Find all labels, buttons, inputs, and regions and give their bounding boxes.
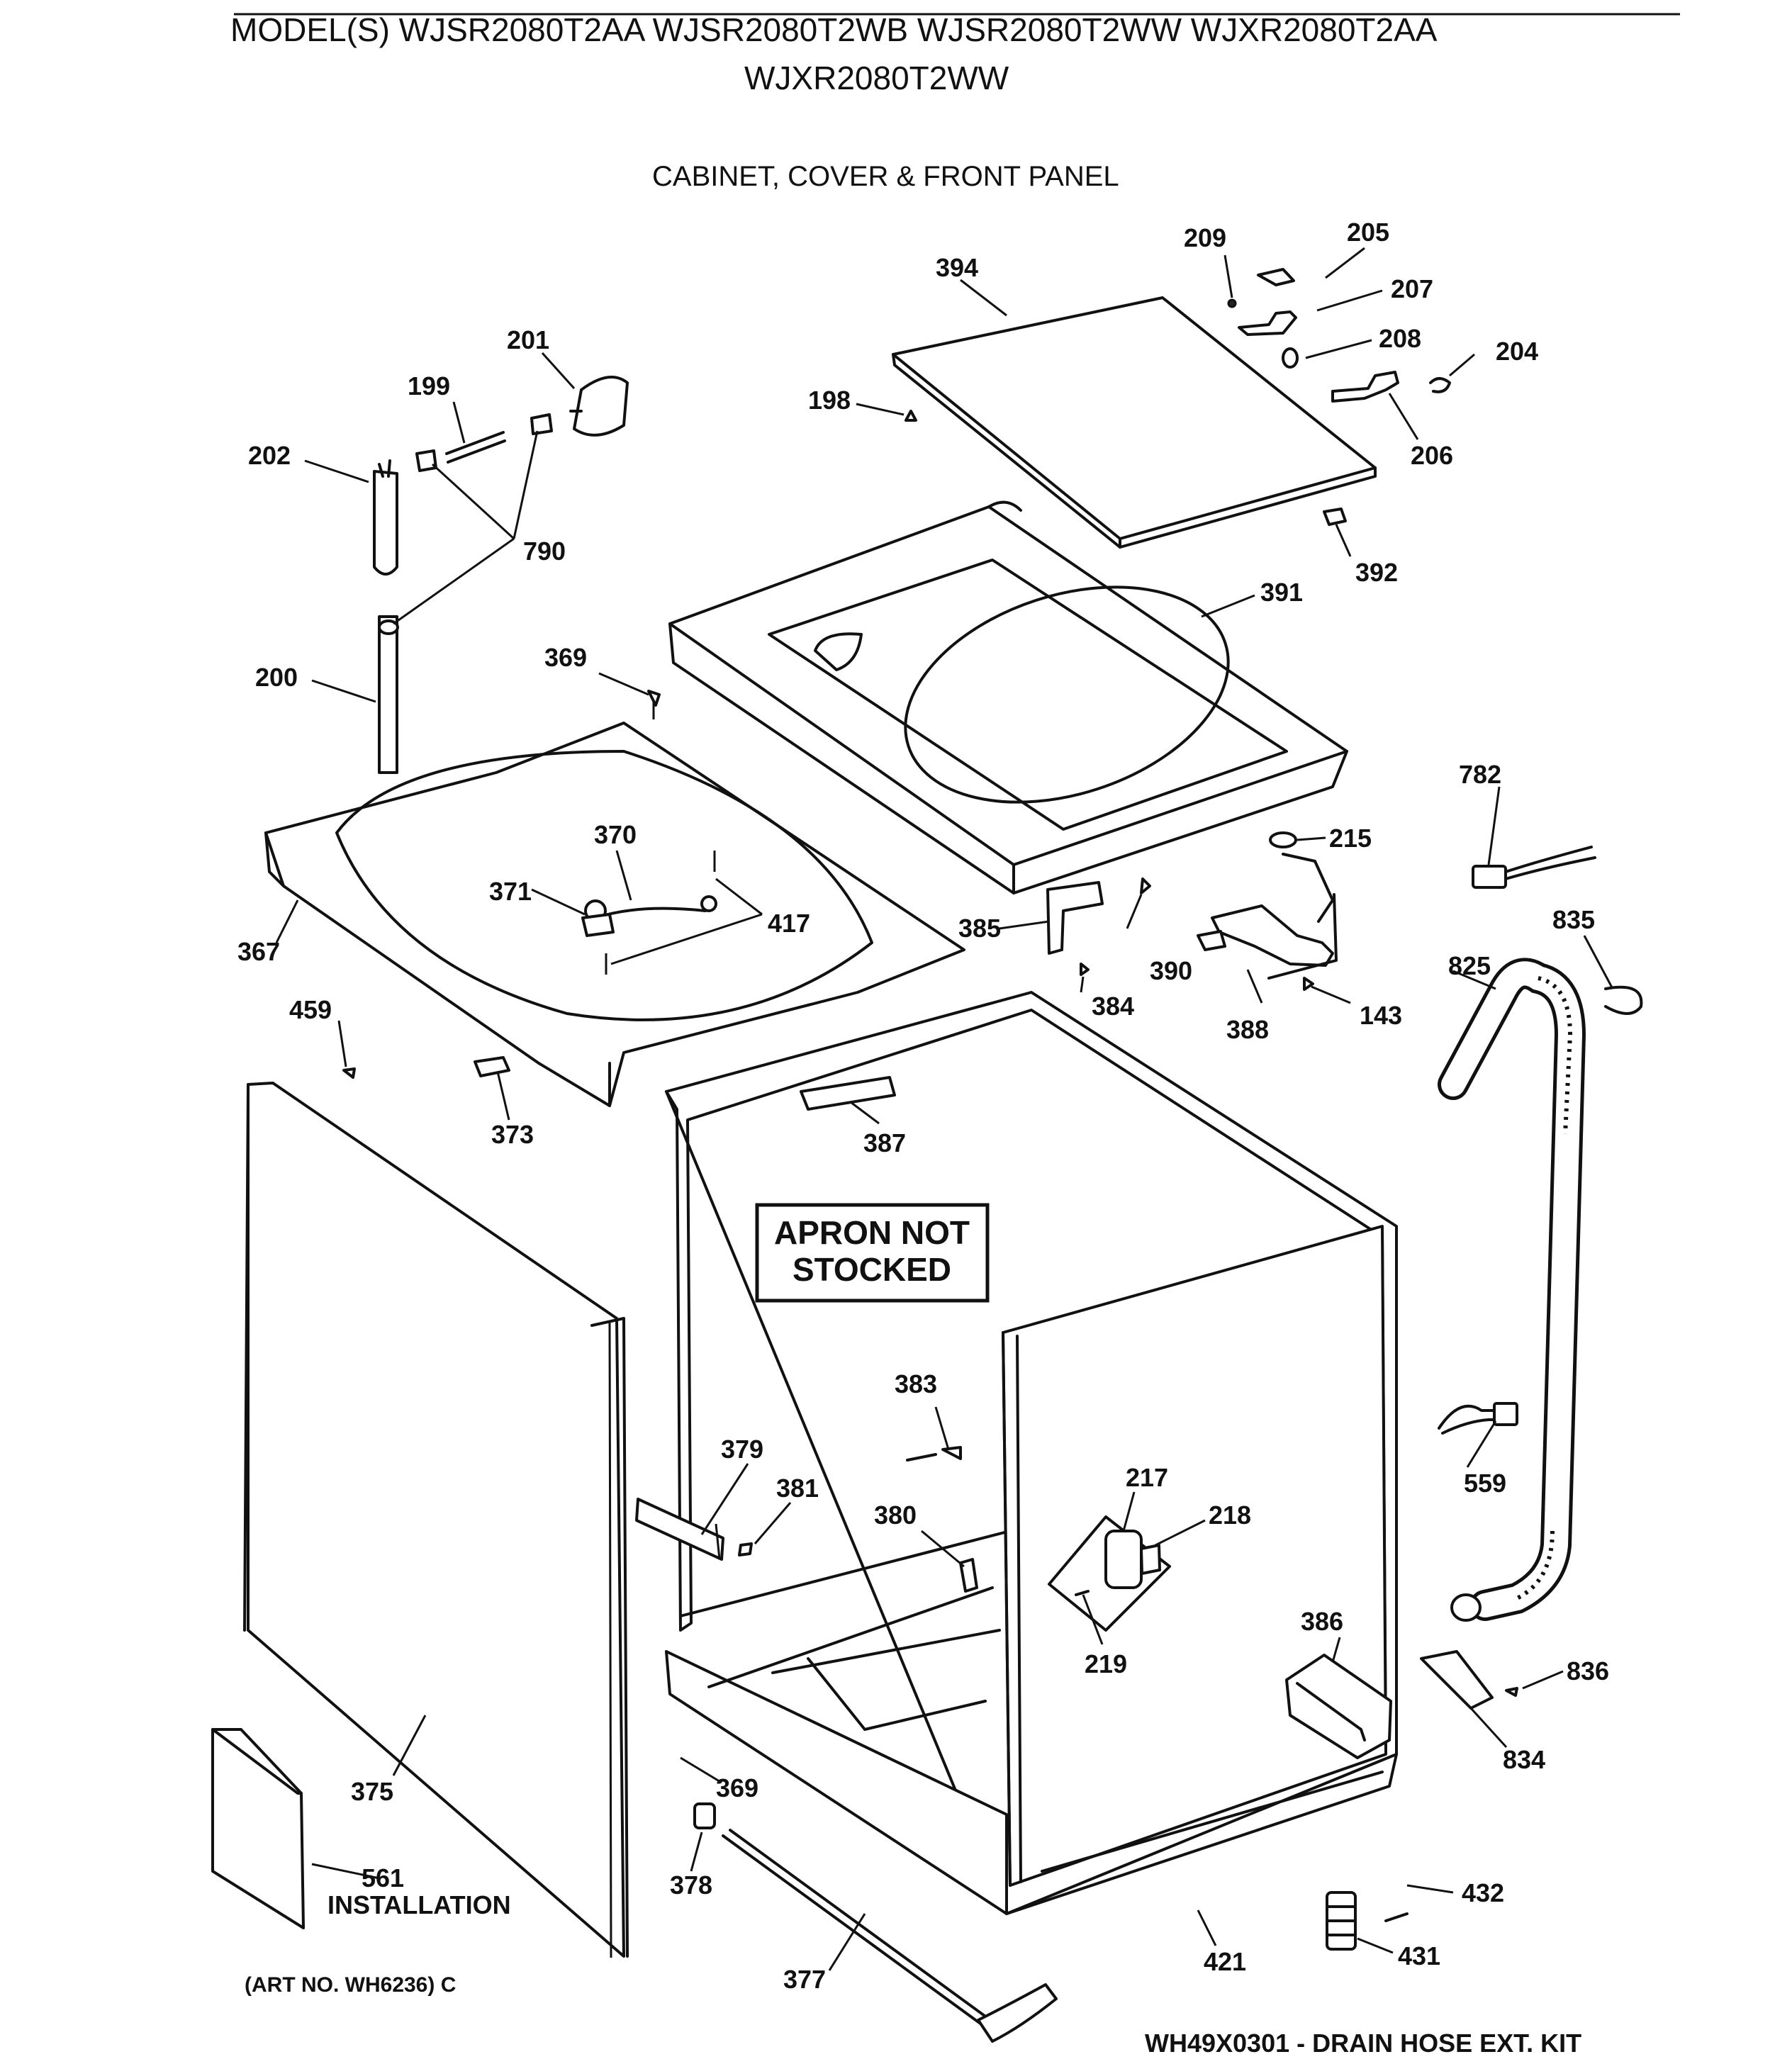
installation-packet-561 (211, 1728, 305, 1929)
callout-369-top: 369 (544, 643, 587, 672)
callout-205: 205 (1347, 218, 1389, 247)
cabinet-body (665, 991, 1398, 1915)
callout-431: 431 (1398, 1941, 1440, 1970)
front-panel-375 (243, 1082, 629, 1958)
callout-218: 218 (1209, 1501, 1251, 1530)
bracket-386 (1285, 1654, 1392, 1759)
callout-367: 367 (237, 937, 280, 966)
callout-380: 380 (874, 1501, 917, 1530)
rod-377-378 (693, 1802, 1058, 2043)
callout-206: 206 (1411, 441, 1453, 470)
callout-390: 390 (1150, 956, 1192, 985)
callout-143: 143 (1360, 1001, 1402, 1030)
callout-204: 204 (1496, 337, 1538, 366)
callout-207: 207 (1391, 274, 1433, 303)
callout-417: 417 (768, 909, 810, 938)
callout-199: 199 (408, 371, 450, 400)
callout-379: 379 (721, 1435, 763, 1464)
apron-note-line-1: APRON NOT (774, 1214, 970, 1251)
frame-hardware-369-417 (342, 690, 717, 1079)
wire-harness-782 (1472, 846, 1596, 889)
callout-383: 383 (895, 1369, 937, 1398)
callout-836: 836 (1567, 1656, 1609, 1686)
callout-198: 198 (808, 386, 851, 415)
callout-378: 378 (670, 1870, 712, 1900)
callout-370: 370 (594, 820, 637, 849)
callout-375: 375 (351, 1777, 393, 1806)
callout-215: 215 (1329, 824, 1372, 853)
art-number: (ART NO. WH6236) C (245, 1973, 456, 1997)
callout-387: 387 (863, 1128, 906, 1157)
top-cover-391 (668, 500, 1348, 894)
callout-202: 202 (248, 441, 291, 470)
handle-387 (800, 1076, 896, 1111)
bracket-834-836 (1420, 1650, 1518, 1710)
callout-386: 386 (1301, 1607, 1343, 1636)
wire-559 (1438, 1402, 1518, 1435)
callout-394: 394 (936, 253, 978, 282)
callout-825: 825 (1448, 951, 1491, 980)
callout-834: 834 (1503, 1745, 1545, 1774)
callout-384: 384 (1092, 992, 1134, 1021)
callout-835: 835 (1552, 905, 1595, 934)
leader-lines (275, 247, 1614, 1971)
apron-note-line-2: STOCKED (793, 1251, 951, 1288)
models-line-1: MODEL(S) WJSR2080T2AA WJSR2080T2WB WJSR2… (230, 11, 1438, 48)
frame-367 (264, 722, 965, 1107)
brackets-379-381 (635, 1446, 978, 1593)
drain-hose-kit-label: WH49X0301 - DRAIN HOSE EXT. KIT (1145, 2029, 1581, 2058)
callout-200: 200 (255, 663, 298, 692)
callout-432: 432 (1462, 1878, 1504, 1907)
apron-note-box (755, 1203, 990, 1303)
section-title: CABINET, COVER & FRONT PANEL (652, 161, 1119, 192)
clip-parts-384-390 (1046, 831, 1338, 991)
callout-377: 377 (783, 1965, 826, 1994)
callout-790: 790 (523, 537, 566, 566)
callout-782: 782 (1459, 760, 1501, 789)
pressure-switch-217 (1048, 1515, 1171, 1632)
callout-208: 208 (1379, 324, 1421, 353)
drain-hose-825 (1438, 958, 1586, 1622)
callout-201: 201 (507, 325, 549, 354)
callout-392: 392 (1355, 558, 1398, 587)
callout-381: 381 (776, 1474, 819, 1503)
callout-217: 217 (1126, 1463, 1168, 1492)
callout-373: 373 (491, 1120, 534, 1149)
callout-385: 385 (958, 914, 1001, 943)
callout-388: 388 (1226, 1015, 1269, 1044)
leg-parts-431-432 (1326, 1891, 1409, 1951)
hose-clamp-835 (1604, 985, 1643, 1015)
callout-421: 421 (1204, 1947, 1246, 1976)
callouts: 205 209 207 208 204 206 392 394 198 391 … (237, 218, 1609, 1994)
suspension-parts-199-202 (373, 376, 629, 774)
callout-371: 371 (489, 877, 532, 906)
callout-219: 219 (1085, 1649, 1127, 1678)
hinge-parts-204-209 (905, 268, 1451, 526)
models-line-2: WJXR2080T2WW (744, 60, 1009, 96)
callout-369-bottom: 369 (716, 1773, 758, 1802)
installation-label: INSTALLATION (327, 1890, 511, 1919)
callout-391: 391 (1260, 578, 1303, 607)
callout-209: 209 (1184, 223, 1226, 252)
callout-561: 561 (362, 1863, 404, 1892)
callout-559: 559 (1464, 1469, 1506, 1498)
callout-459: 459 (289, 995, 332, 1024)
lid-394 (892, 296, 1377, 549)
